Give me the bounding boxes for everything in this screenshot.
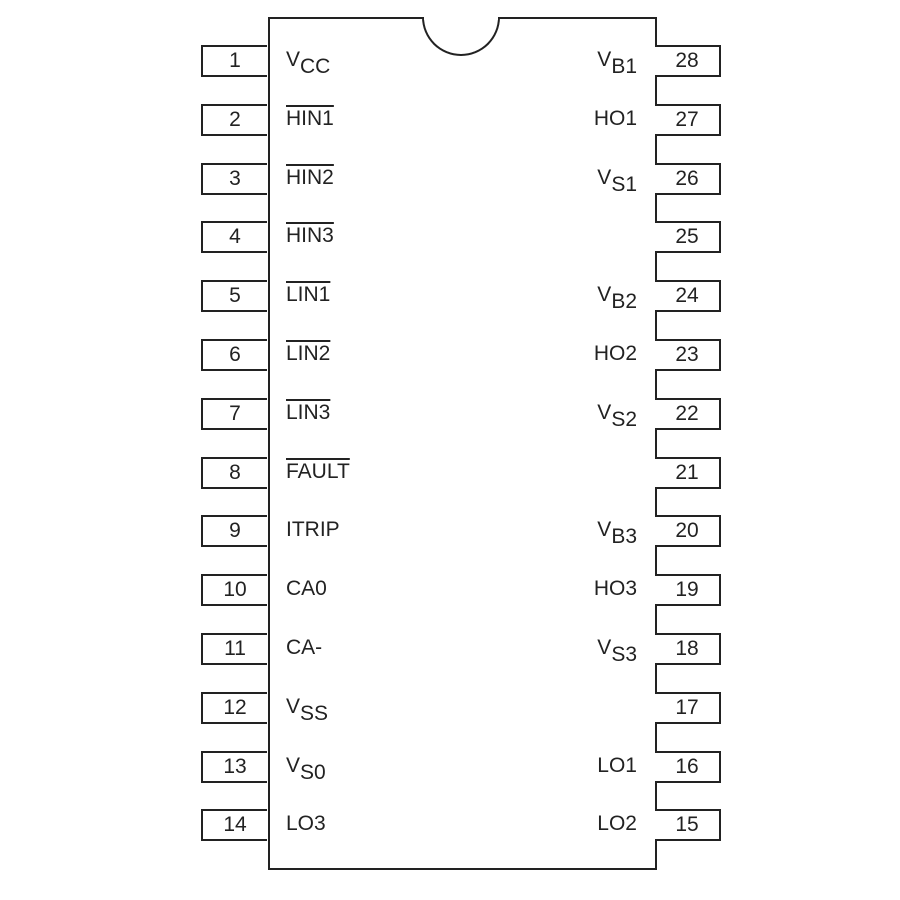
pin-number: 27 (675, 107, 699, 131)
pin-14: 14 (201, 809, 267, 842)
pin-3-label: HIN2 (286, 165, 334, 189)
pin-11-label: CA- (286, 636, 323, 659)
pin-4-label: HIN3 (286, 224, 334, 248)
pin-number: 8 (229, 460, 241, 484)
pin-13: 13 (201, 750, 267, 783)
pin-1-label: VCC (286, 48, 331, 78)
pin-number: 4 (229, 225, 241, 249)
pin-3: 3 (201, 162, 267, 195)
pin-number: 5 (229, 284, 241, 308)
pin-7-label: LIN3 (286, 400, 331, 424)
pin-24: 24 (655, 280, 721, 313)
pin-27: 27 (655, 103, 721, 136)
pin-18-label: VS3 (597, 636, 637, 666)
pin-number: 18 (675, 637, 699, 660)
pin-27-label: HO1 (593, 106, 637, 130)
pin-number: 28 (675, 49, 699, 72)
pin-28: 28 (655, 45, 721, 77)
pin-10-label: CA0 (286, 577, 327, 601)
pin-number: 16 (675, 754, 699, 778)
pin-17: 17 (655, 691, 721, 724)
pin-21: 21 (655, 456, 721, 489)
pin-1: 1 (201, 45, 267, 77)
pin-20-label: VB3 (597, 518, 637, 549)
pin-25: 25 (655, 221, 721, 254)
pin-number: 9 (229, 519, 241, 543)
pin-9: 9 (201, 515, 267, 548)
pin-number: 12 (223, 695, 247, 719)
pin-15-label: LO2 (597, 812, 637, 836)
pin-23: 23 (655, 339, 721, 371)
pin-2: 2 (201, 103, 267, 136)
pin-11: 11 (201, 633, 267, 665)
pin-5: 5 (201, 280, 267, 313)
pin-number: 10 (223, 578, 247, 602)
pin-number: 21 (675, 460, 699, 484)
pin-6-label: LIN2 (286, 342, 331, 365)
pin-number: 7 (229, 401, 241, 425)
pin-16: 16 (655, 750, 721, 783)
pin-number: 26 (675, 166, 699, 190)
pin-23-label: HO2 (593, 342, 637, 365)
pin-5-label: LIN1 (286, 283, 331, 307)
pin-8-label: FAULT (286, 459, 350, 483)
pin-16-label: LO1 (597, 753, 637, 777)
pin-number: 1 (229, 49, 241, 72)
pin-10: 10 (201, 574, 267, 607)
pin-number: 14 (223, 813, 247, 837)
pin-8: 8 (201, 456, 267, 489)
notch-mask (424, 16, 498, 20)
pin-4: 4 (201, 221, 267, 254)
pin-22: 22 (655, 397, 721, 430)
pin-28-label: VB1 (597, 48, 637, 78)
pin-2-label: HIN1 (286, 106, 334, 130)
pin-number: 2 (229, 107, 241, 131)
pin-26: 26 (655, 162, 721, 195)
pin-number: 23 (675, 343, 699, 366)
pin-24-label: VB2 (597, 283, 637, 314)
pin-26-label: VS1 (597, 165, 637, 196)
pin-9-label: ITRIP (286, 518, 340, 542)
pin-number: 22 (675, 401, 699, 425)
pin-20: 20 (655, 515, 721, 548)
pin-number: 11 (224, 637, 246, 660)
pin-22-label: VS2 (597, 400, 637, 431)
pin-number: 24 (675, 284, 699, 308)
pin-6: 6 (201, 339, 267, 371)
pin-number: 19 (675, 578, 699, 602)
pin-number: 15 (675, 813, 699, 837)
pin-18: 18 (655, 633, 721, 665)
pin-15: 15 (655, 809, 721, 842)
pin-7: 7 (201, 397, 267, 430)
pin-12: 12 (201, 691, 267, 724)
pin-number: 17 (675, 695, 699, 719)
pin-number: 3 (229, 166, 241, 190)
pin-number: 20 (675, 519, 699, 543)
pin-19-label: HO3 (593, 577, 637, 601)
pin-19: 19 (655, 574, 721, 607)
pin-14-label: LO3 (286, 812, 326, 836)
pin-13-label: VS0 (286, 753, 326, 784)
pin-number: 25 (675, 225, 699, 249)
pin-12-label: VSS (286, 694, 329, 725)
ic-package-body (268, 17, 657, 870)
pin-number: 13 (223, 754, 247, 778)
pin-number: 6 (229, 343, 241, 366)
